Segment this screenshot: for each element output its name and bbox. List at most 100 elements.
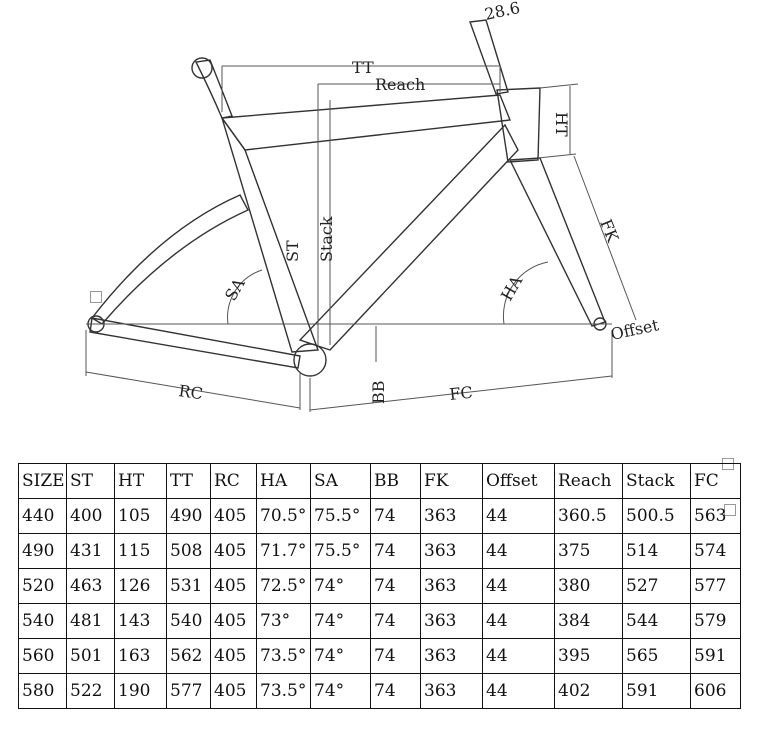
table-cell: 580 <box>18 673 67 709</box>
column-header: Offset <box>482 463 555 499</box>
table-cell: 540 <box>18 603 67 639</box>
table-cell: 500.5 <box>622 498 691 534</box>
table-cell: 74 <box>370 673 421 709</box>
st-label: ST <box>283 240 302 262</box>
table-cell: 44 <box>482 603 555 639</box>
column-header: BB <box>370 463 421 499</box>
table-cell: 562 <box>166 638 211 674</box>
table-cell: 44 <box>482 673 555 709</box>
table-cell: 73.5° <box>256 673 311 709</box>
table-cell: 508 <box>166 533 211 569</box>
table-cell: 402 <box>554 673 623 709</box>
table-cell: 380 <box>554 568 623 604</box>
table-cell: 74 <box>370 533 421 569</box>
seat-stay <box>90 194 249 325</box>
tt-label: TT <box>352 58 374 77</box>
table-cell: 481 <box>66 603 115 639</box>
head-tube <box>496 87 541 163</box>
table-cell: 73° <box>256 603 311 639</box>
table-cell: 363 <box>420 533 483 569</box>
ha-label: HA <box>497 272 526 304</box>
table-cell: 74 <box>370 603 421 639</box>
column-header: HT <box>114 463 167 499</box>
table-cell: 405 <box>210 673 257 709</box>
fc-label: FC <box>448 383 473 404</box>
table-cell: 384 <box>554 603 623 639</box>
table-cell: 431 <box>66 533 115 569</box>
column-header: RC <box>210 463 257 499</box>
table-cell: 463 <box>66 568 115 604</box>
table-cell: 579 <box>690 603 741 639</box>
rc-label: RC <box>177 381 204 403</box>
table-cell: 440 <box>18 498 67 534</box>
table-cell: 490 <box>166 498 211 534</box>
table-cell: 74 <box>370 498 421 534</box>
table-cell: 577 <box>690 568 741 604</box>
table-cell: 591 <box>622 673 691 709</box>
offset-label: Offset <box>609 315 661 344</box>
table-cell: 44 <box>482 498 555 534</box>
fork <box>508 157 606 327</box>
table-cell: 72.5° <box>256 568 311 604</box>
table-cell: 71.7° <box>256 533 311 569</box>
steerer-label: 28.6 <box>483 0 522 24</box>
table-cell: 44 <box>482 533 555 569</box>
seat-post <box>194 59 233 119</box>
table-cell: 363 <box>420 568 483 604</box>
column-header: Stack <box>622 463 691 499</box>
table-cell: 363 <box>420 638 483 674</box>
table-cell: 74° <box>310 568 371 604</box>
table-cell: 520 <box>18 568 67 604</box>
saddle-clamp <box>191 57 213 79</box>
column-header: TT <box>166 463 211 499</box>
column-header: FK <box>420 463 483 499</box>
table-cell: 501 <box>66 638 115 674</box>
table-cell: 75.5° <box>310 498 371 534</box>
table-cell: 405 <box>210 533 257 569</box>
table-cell: 70.5° <box>256 498 311 534</box>
table-cell: 126 <box>114 568 167 604</box>
table-cell: 363 <box>420 603 483 639</box>
table-cell: 75.5° <box>310 533 371 569</box>
column-header: SIZE <box>18 463 67 499</box>
table-cell: 163 <box>114 638 167 674</box>
column-header: Reach <box>554 463 623 499</box>
column-header: SA <box>310 463 371 499</box>
table-cell: 560 <box>18 638 67 674</box>
stack-label: Stack <box>317 216 336 262</box>
reach-label: Reach <box>375 75 425 94</box>
column-header: FC <box>690 463 741 499</box>
resize-handle-marker <box>90 291 102 303</box>
table-cell: 540 <box>166 603 211 639</box>
table-cell: 574 <box>690 533 741 569</box>
steerer <box>469 19 509 95</box>
table-cell: 606 <box>690 673 741 709</box>
table-cell: 405 <box>210 498 257 534</box>
seat-tube <box>221 117 319 353</box>
table-cell: 74 <box>370 638 421 674</box>
column-header: HA <box>256 463 311 499</box>
table-cell: 400 <box>66 498 115 534</box>
frame-geometry-diagram: TT Reach 28.6 HT FK ST Stack SA HA Offse… <box>85 0 661 412</box>
table-cell: 395 <box>554 638 623 674</box>
table-cell: 74 <box>370 568 421 604</box>
table-cell: 115 <box>114 533 167 569</box>
table-cell: 44 <box>482 638 555 674</box>
table-cell: 74° <box>310 638 371 674</box>
table-cell: 591 <box>690 638 741 674</box>
table-cell: 363 <box>420 498 483 534</box>
table-cell: 375 <box>554 533 623 569</box>
bottom-bracket <box>293 343 327 377</box>
fk-label: FK <box>596 216 623 245</box>
down-tube <box>298 123 519 351</box>
ht-label: HT <box>552 112 571 137</box>
table-cell: 190 <box>114 673 167 709</box>
table-cell: 405 <box>210 638 257 674</box>
bb-label: BB <box>369 380 388 404</box>
